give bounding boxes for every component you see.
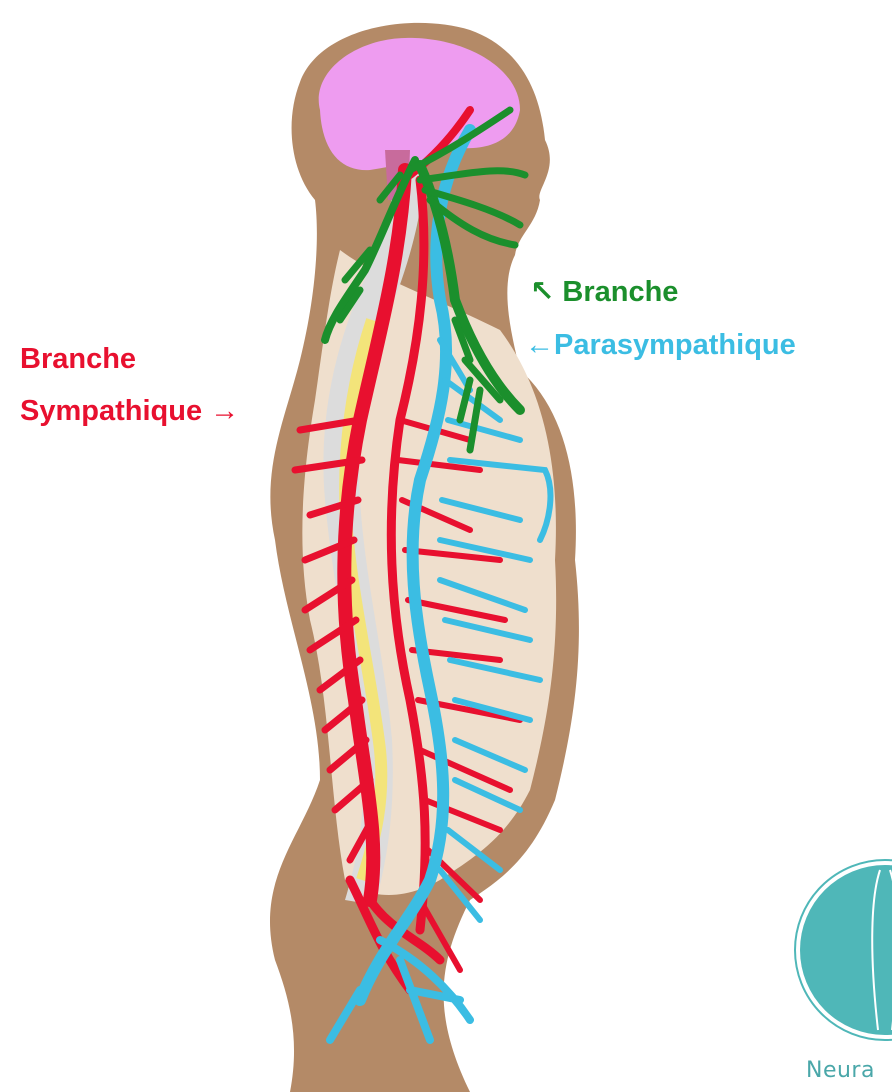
sympathetic-label-line2: Sympathique →	[20, 396, 239, 428]
sympathetic-label-name: Sympathique	[20, 395, 202, 427]
sympathetic-label-line1: Branche	[20, 344, 136, 376]
arrow-left-icon: ←	[525, 329, 554, 361]
parasympathetic-label-word: Branche	[562, 276, 678, 308]
arrow-right-icon: →	[210, 395, 239, 427]
logo-text: Neura	[806, 1058, 875, 1083]
sympathetic-label-word: Branche	[20, 343, 136, 375]
parasympathetic-label-line1: ↖ Branche	[530, 277, 678, 309]
parasympathetic-label-name: Parasympathique	[554, 329, 796, 361]
nervous-system-logo-icon	[795, 860, 892, 1040]
parasympathetic-label-line2: ←Parasympathique	[525, 330, 796, 362]
arrow-up-left-icon: ↖	[530, 276, 554, 308]
